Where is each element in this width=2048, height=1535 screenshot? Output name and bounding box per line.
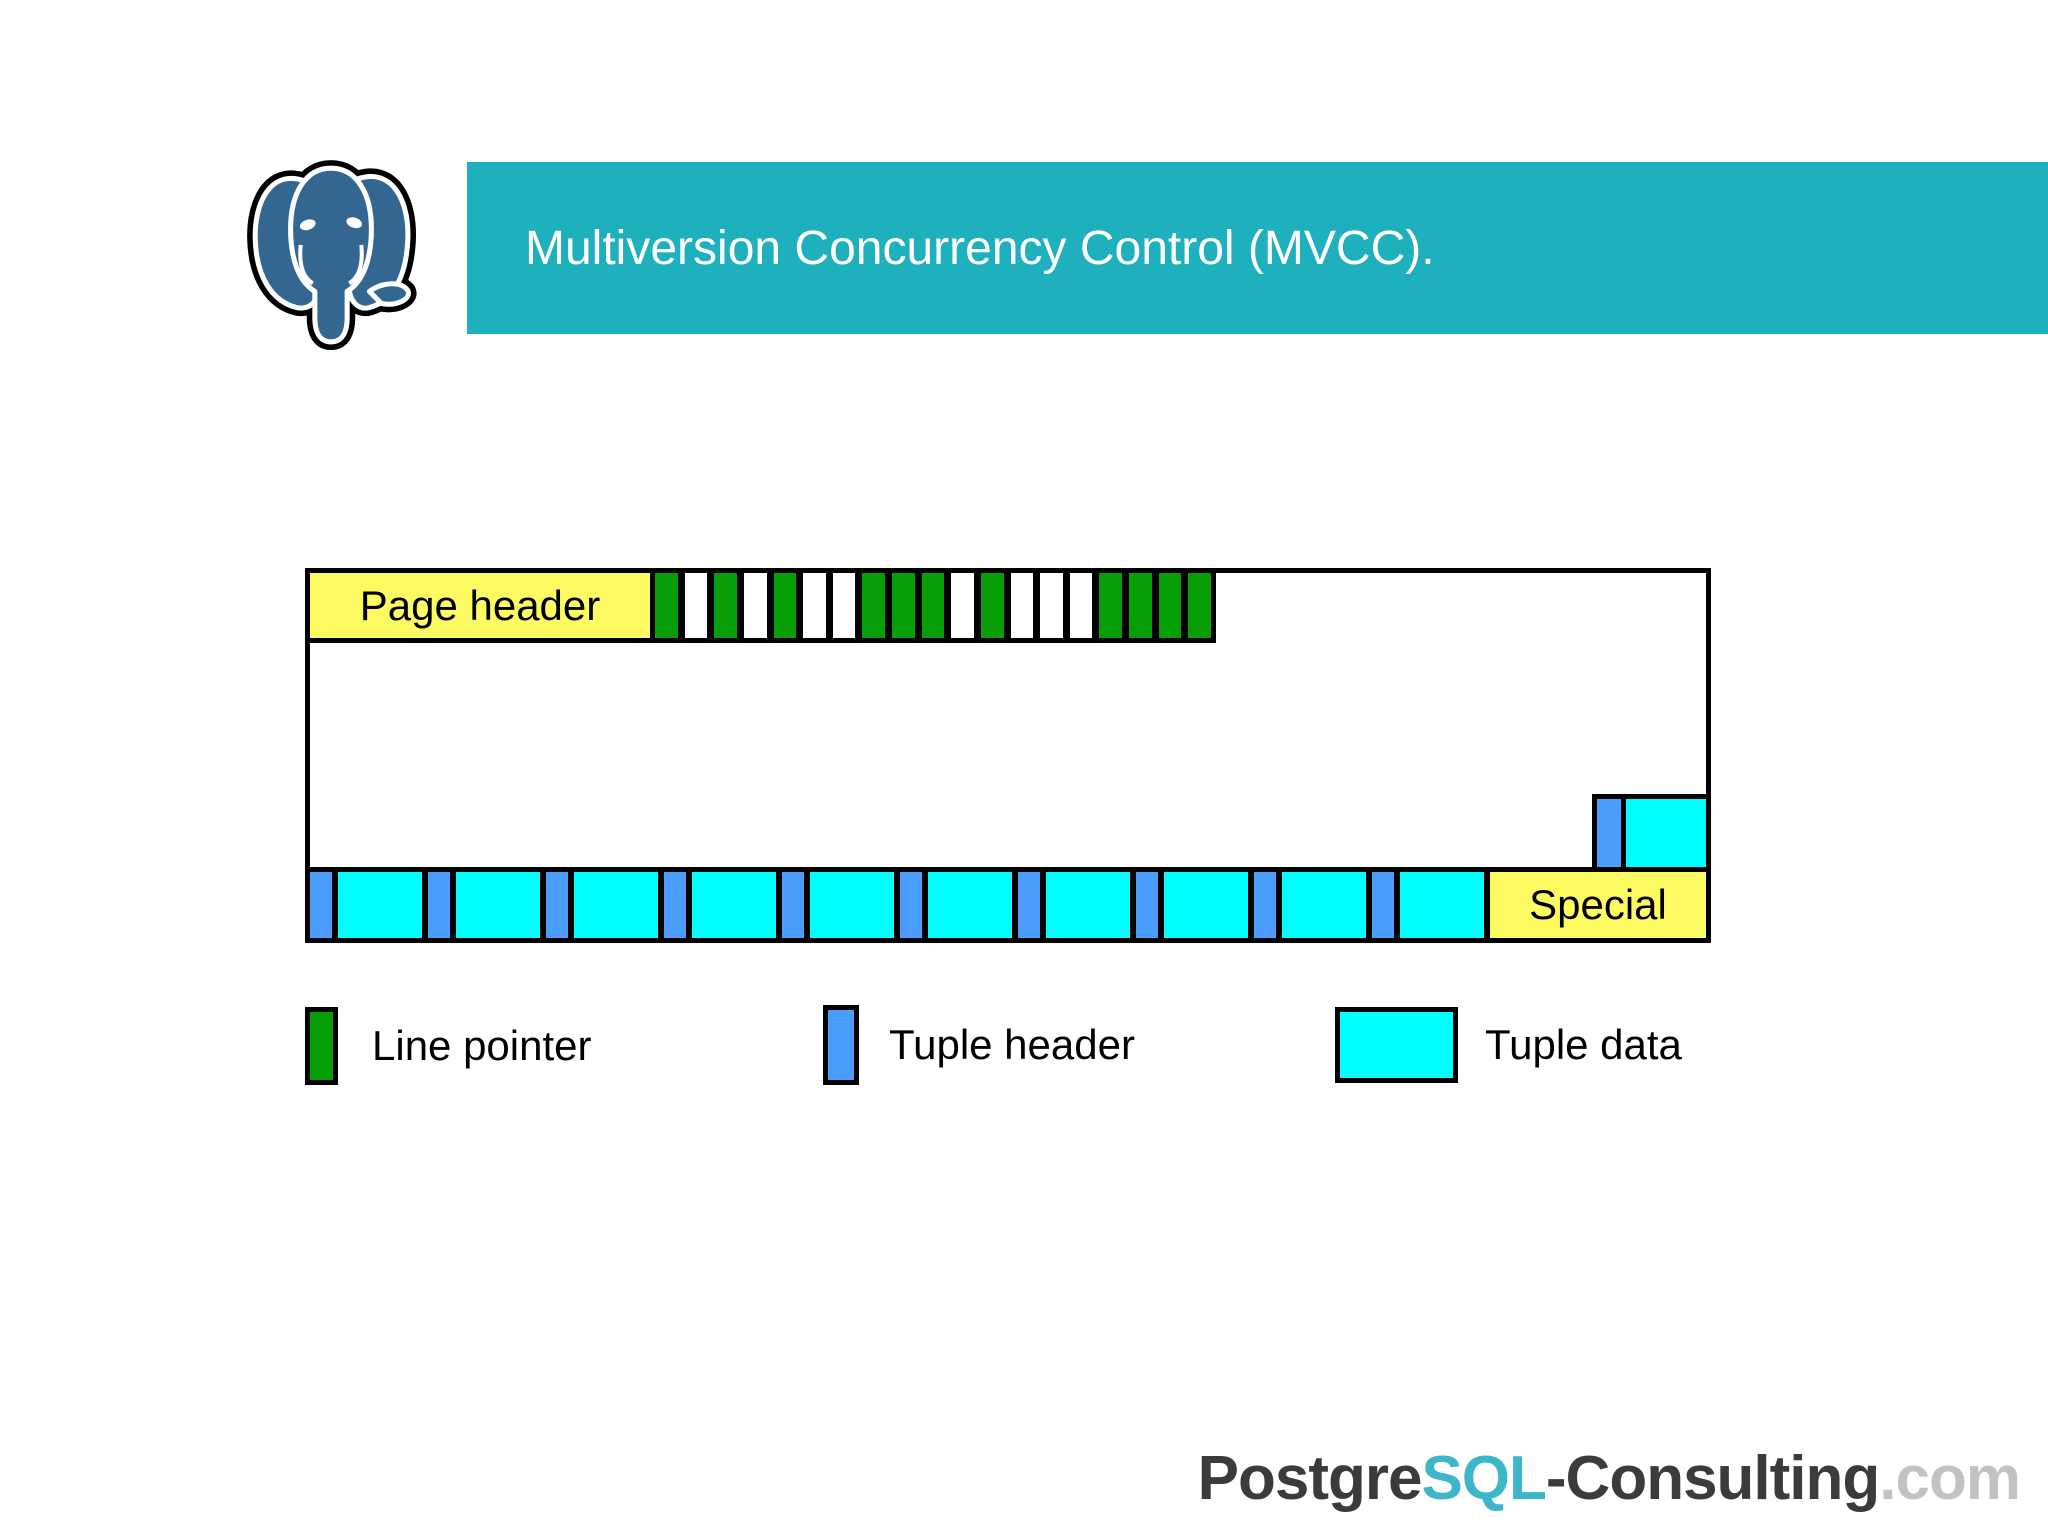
page-header-label: Page header [359,581,601,629]
tuple-header-bar [1254,872,1276,938]
tuple-header-bar [546,872,568,938]
line-pointer-slot-free [1040,573,1063,638]
tuple-data-block [1164,872,1248,938]
line-pointer-slot-used [1158,573,1182,638]
tuple-data-swatch [1335,1007,1458,1083]
tuple-header-bar [782,872,804,938]
footer-brand-part: SQL [1421,1444,1546,1513]
tuple-header-bar [900,872,922,938]
line-pointer-slot-used [892,573,915,638]
special-label: Special [1529,881,1667,928]
special-box: Special [1490,872,1706,938]
legend-label-line-pointer: Line pointer [372,1022,592,1069]
line-pointer-slot-free [951,573,974,638]
tuple-data-block [810,872,894,938]
floating-tuple [1592,794,1711,872]
elephant-eyes [299,217,363,231]
tuple-header-bar [664,872,686,938]
tuple-data-block [338,872,422,938]
tuple-data-block [692,872,776,938]
footer-brand-part: .com [1879,1444,2021,1513]
line-pointer-slot-free [684,573,708,638]
tuple-header-bar [1136,872,1158,938]
line-pointer-strip [650,568,1216,643]
tuple-data-block [456,872,540,938]
line-pointer-slot-free [1069,573,1093,638]
line-pointer-slot-used [1099,573,1122,638]
page-header-box: Page header [305,568,655,643]
legend-item-tuple-header: Tuple header [823,1005,1135,1085]
line-pointer-slot-used [1188,573,1211,638]
tuple-data-block [1282,872,1366,938]
line-pointer-slot-used [655,573,678,638]
line-pointer-slot-free [743,573,767,638]
line-pointer-slot-used [1129,573,1152,638]
tuple-row: Special [305,867,1711,943]
title-banner: Multiversion Concurrency Control (MVCC). [467,162,2048,334]
legend-label-tuple-header: Tuple header [889,1021,1135,1068]
tuple-data-block [574,872,658,938]
line-pointer-slot-free [803,573,826,638]
footer-brand-part: Postgre [1197,1444,1423,1513]
footer-brand-part: -Consulting [1545,1444,1880,1513]
tuple-header-bar [1018,872,1040,938]
legend-label-tuple-data: Tuple data [1485,1021,1682,1068]
line-pointer-slot-used [862,573,885,638]
postgresql-elephant-logo [247,160,417,350]
tuple-header-swatch [823,1005,859,1085]
legend-item-line-pointer: Line pointer [305,1007,592,1085]
line-pointer-slot-used [921,573,945,638]
tuple-data-block [1400,872,1484,938]
line-pointer-swatch [305,1007,338,1085]
line-pointer-slot-used [773,573,797,638]
footer-brand: PostgreSQL-Consulting.com [1197,1443,2021,1514]
line-pointer-slot-free [832,573,856,638]
tuple-data-block [1046,872,1130,938]
tuple-header-bar [1372,872,1394,938]
line-pointer-slot-free [1010,573,1034,638]
tuple-header-bar [428,872,450,938]
page-title: Multiversion Concurrency Control (MVCC). [525,221,1435,275]
legend-item-tuple-data: Tuple data [1335,1007,1682,1083]
tuple-header-bar [1597,799,1621,867]
tuple-header-bar [310,872,332,938]
line-pointer-slot-used [980,573,1004,638]
line-pointer-slot-used [714,573,737,638]
tuple-data-block [928,872,1012,938]
tuple-data-block [1626,799,1706,867]
